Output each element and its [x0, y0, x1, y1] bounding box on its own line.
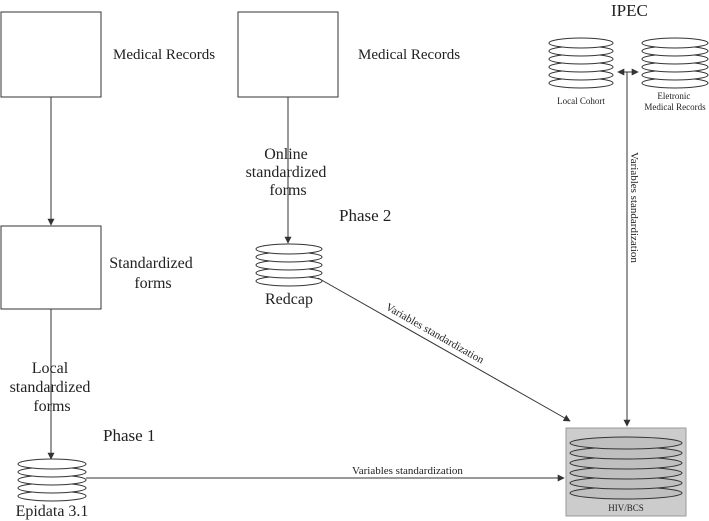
epidata-database-icon: [17, 458, 87, 502]
electronic-records-label: Eletronic Medical Records: [644, 91, 706, 112]
phase-2-label: Phase 2: [339, 206, 391, 225]
redcap-label: Redcap: [265, 291, 313, 308]
medical-records-box-mid: [237, 11, 339, 98]
electronic-medical-records-database-icon: [641, 37, 709, 89]
online-forms-label-line2: standardized: [246, 164, 327, 181]
epidata-label: Epidata 3.1: [16, 503, 89, 520]
hiv-bcs-label: HIV/BCS: [608, 503, 644, 513]
phase-1-label: Phase 1: [103, 426, 155, 445]
electronic-records-label-line2: Medical Records: [644, 102, 706, 112]
local-forms-label: Local standardized forms: [10, 360, 95, 415]
standardized-forms-label-line1: Standardized: [109, 255, 193, 272]
standardized-forms-label: Standardized forms: [109, 255, 197, 292]
ipec-title: IPEC: [611, 1, 648, 20]
medical-records-label-left: Medical Records: [113, 47, 215, 63]
electronic-records-label-line1: Eletronic: [657, 91, 690, 101]
medical-records-box-left: [0, 11, 102, 98]
local-cohort-database-icon: [548, 37, 614, 89]
variables-standardization-ipec-to-hiv: Variables standardization: [628, 152, 640, 263]
local-forms-label-line3: forms: [33, 398, 70, 415]
online-forms-label: Online standardized forms: [246, 146, 331, 199]
local-cohort-label: Local Cohort: [557, 96, 605, 106]
standardized-forms-label-line2: forms: [134, 275, 171, 292]
medical-records-label-mid: Medical Records: [358, 47, 460, 63]
hiv-bcs-database-icon: [569, 436, 683, 500]
redcap-database-icon: [255, 243, 323, 287]
variables-standardization-epidata-to-hiv: Variables standardization: [352, 465, 463, 477]
standardized-forms-box: [0, 225, 102, 310]
local-forms-label-line2: standardized: [10, 379, 91, 396]
local-forms-label-line1: Local: [32, 360, 69, 377]
variables-standardization-redcap-to-hiv: Variables standardization: [384, 301, 487, 366]
arrow-redcap-to-hiv-bcs: [317, 277, 571, 422]
online-forms-label-line1: Online: [264, 146, 308, 163]
